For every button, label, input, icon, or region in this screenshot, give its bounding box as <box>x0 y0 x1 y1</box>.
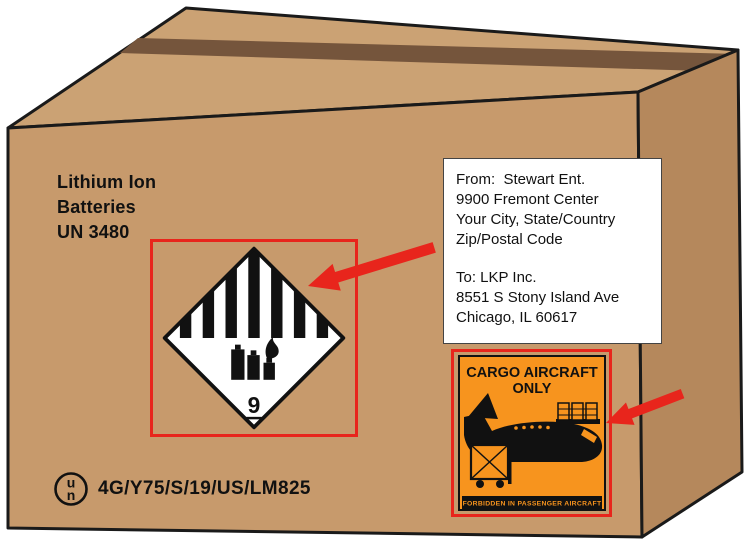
from-line-2: 9900 Fremont Center <box>456 191 599 208</box>
red-arrow-cargo-icon <box>606 388 685 425</box>
marking-line-1: Lithium Ion <box>57 172 157 192</box>
marking-line-2: Batteries <box>57 197 136 217</box>
un-spec-marking: 4G/Y75/S/19/US/LM825 <box>98 478 311 499</box>
un-certification-mark: u n 4G/Y75/S/19/US/LM825 <box>52 470 311 508</box>
shipping-address-label: From: Stewart Ent. 9900 Fremont Center Y… <box>443 158 662 344</box>
battery-flame-icon <box>231 337 279 380</box>
svg-text:n: n <box>67 487 76 503</box>
lithium-battery-marking: Lithium Ion Batteries UN 3480 <box>57 170 156 245</box>
cargo-title-line1: CARGO AIRCRAFT <box>466 365 598 381</box>
un-packaging-symbol-icon: u n <box>54 472 88 506</box>
to-line-2: 8551 S Stony Island Ave <box>456 289 620 306</box>
svg-text:u: u <box>67 475 76 491</box>
from-line-3: Your City, State/Country <box>456 211 616 228</box>
class9-underline <box>246 416 262 420</box>
marking-line-3: UN 3480 <box>57 222 130 242</box>
class9-number: 9 <box>248 392 261 418</box>
class9-hazard-label: 9 <box>162 246 346 430</box>
cargo-highlight-box: CARGO AIRCRAFT ONLY <box>451 349 612 517</box>
cargo-footer-text: FORBIDDEN IN PASSENGER AIRCRAFT <box>462 501 601 508</box>
to-line-3: Chicago, IL 60617 <box>456 309 578 326</box>
cargo-footer-bar <box>461 496 602 509</box>
to-line-1: To: LKP Inc. <box>456 269 537 286</box>
red-arrow-class9-icon <box>308 242 436 291</box>
cargo-plane-illustration <box>463 393 602 488</box>
class9-highlight-box: 9 <box>150 239 358 437</box>
cargo-title-line2: ONLY <box>512 381 551 397</box>
cargo-aircraft-only-label: CARGO AIRCRAFT ONLY <box>457 355 606 511</box>
box-side-face <box>636 48 744 539</box>
address-gap <box>456 250 649 268</box>
from-line-4: Zip/Postal Code <box>456 231 563 248</box>
packing-tape <box>120 38 738 72</box>
from-line-1: From: Stewart Ent. <box>456 171 586 188</box>
